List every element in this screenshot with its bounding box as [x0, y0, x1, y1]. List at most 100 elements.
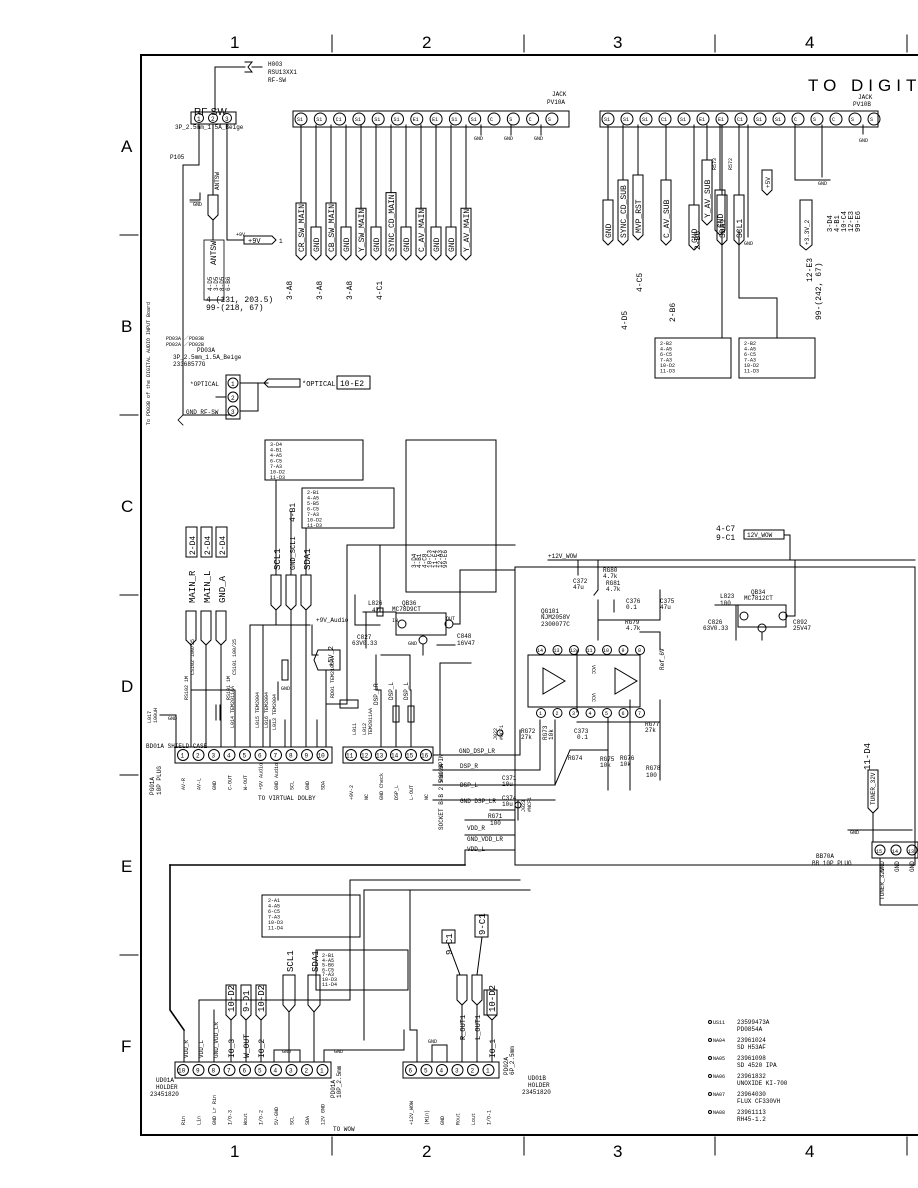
vd-pin	[192, 749, 205, 761]
c373-val: 0.1	[577, 734, 588, 741]
bb-pin-label: GND Check	[379, 773, 385, 800]
jack-b-ref: 2-B6	[694, 231, 703, 250]
part-ref: NA08	[713, 1110, 725, 1116]
r372: RG72	[521, 728, 536, 735]
jack-b-gnd: GND	[818, 181, 827, 187]
jack-a-pin	[545, 112, 559, 126]
qb34-part: MC7812CT	[744, 595, 773, 602]
bb-pin-num: 13	[376, 753, 384, 760]
vd-pin	[208, 749, 220, 761]
vd-comp: CS101 100/25	[232, 639, 238, 675]
vd-pin	[177, 749, 189, 761]
i2c-ref: 4-B1	[289, 503, 298, 522]
r381: RG81	[606, 580, 621, 587]
rf-sw-connector: 3P_2.5mm_1.5A_Beige	[175, 124, 244, 131]
wow-l-pin-num: 4	[274, 1068, 278, 1075]
wow-l-pin-num: 3	[289, 1068, 293, 1075]
l826-val: 47	[372, 607, 380, 614]
reg12-net: 12V_WOW	[747, 532, 773, 539]
bb-pin-num: 14	[391, 753, 399, 760]
bb-pin	[375, 749, 387, 761]
jack-a-connector	[292, 110, 570, 128]
reg12-ref: 9-C1	[716, 534, 735, 543]
wow-r-pin-label: +12V_WOW	[409, 1101, 415, 1125]
i2c: SDA1	[311, 950, 321, 972]
sda-scl-boxes	[654, 229, 816, 379]
jack-b-tag	[716, 194, 728, 246]
opamp-pin	[569, 708, 579, 718]
part-desc: UNOXIDE KI-700	[737, 1080, 788, 1087]
bb-pin	[420, 749, 432, 761]
c372-val: 47u	[573, 584, 584, 591]
jack-a-pin	[313, 112, 327, 126]
c826: C826	[708, 619, 723, 626]
jack-b-pin	[658, 112, 672, 126]
opamp-pin	[552, 645, 563, 655]
opamp-block	[464, 559, 916, 866]
jack-b-pin	[848, 112, 862, 126]
bb70a-desc: BB 10P PLUG	[812, 860, 852, 867]
virtual-dolby-wires	[159, 479, 516, 764]
wow-l-box2: 7-A3	[322, 972, 334, 978]
pin1-label: *OPTICAL	[190, 381, 219, 388]
jack-b-pin	[677, 112, 691, 126]
i2c-label: SCL1	[273, 548, 283, 570]
rail-label: +12V_WOW	[548, 553, 577, 560]
wow-l-pin-num: 6	[243, 1068, 247, 1075]
vcc: VCC	[590, 665, 596, 674]
l012-val: TEM2011AA	[368, 708, 374, 735]
wow-l-pin-label: GND Lr Rin	[212, 1095, 218, 1125]
scl-ref: 4-A5	[744, 347, 756, 353]
net: IO_2	[258, 1039, 267, 1058]
col-label: 4	[805, 1142, 814, 1161]
part-no: 23961832	[737, 1073, 766, 1080]
part-marker	[708, 1038, 712, 1042]
jack-a-tag	[325, 202, 337, 261]
wow-l-box: 11-D4	[268, 926, 283, 932]
pd03a-pin: 1	[231, 381, 235, 388]
vdd-r: VDD_R	[467, 825, 485, 832]
wow-r-pin-label: Lout	[471, 1113, 477, 1125]
ud01a-part: 23451820	[150, 1091, 179, 1098]
wow-l-pin	[239, 1064, 251, 1076]
jack-b-signal: MVP_RST	[635, 199, 644, 233]
wow-r-pin	[436, 1064, 448, 1076]
net: W_OUT	[243, 1034, 252, 1058]
bb-ref: PG02A	[438, 764, 445, 782]
c376-val: 0.1	[626, 604, 637, 611]
antsw-ref: 3-D5	[213, 276, 220, 291]
wow-gnd: GND	[282, 1049, 291, 1055]
jack-b-pin-label: E1	[718, 117, 724, 123]
jack-b-pin	[620, 112, 634, 126]
digital-audio-connector	[177, 374, 371, 426]
wow-l-pin-label: Rin	[181, 1116, 187, 1125]
part-ref: NA05	[713, 1056, 725, 1062]
vdd-l: VDD_L	[467, 846, 485, 853]
jack-b-tag	[632, 174, 644, 241]
l017: L017	[147, 711, 153, 723]
part-marker	[708, 1092, 712, 1096]
r375: RG75	[600, 756, 615, 763]
pd-legend: PD02A ／PD02B	[166, 342, 204, 348]
vd-bottom: TO VIRTUAL DOLBY	[258, 795, 316, 802]
sda-ref: 4-A5	[660, 347, 672, 353]
l826: L826	[368, 600, 383, 607]
pd03a-ref: PD03A	[197, 347, 215, 354]
center-box1-ref: 11-D3	[270, 475, 285, 481]
wow-r-pin-label: (Min)	[425, 1110, 431, 1125]
part-no: 23961113	[737, 1109, 766, 1116]
qb34: QB34	[751, 589, 766, 596]
bb-pin-num: 16	[421, 753, 429, 760]
col-label: 1	[230, 1142, 239, 1161]
jack-b-signal: GND	[691, 228, 700, 243]
dsp-l: DSP_L	[388, 682, 395, 700]
vd-pin-label: +9V Audio	[259, 763, 265, 790]
vd-pin	[316, 749, 329, 761]
bb-pin: 13	[908, 849, 914, 855]
reg12-ref: 4-C7	[716, 525, 735, 534]
part-marker	[708, 1020, 712, 1024]
